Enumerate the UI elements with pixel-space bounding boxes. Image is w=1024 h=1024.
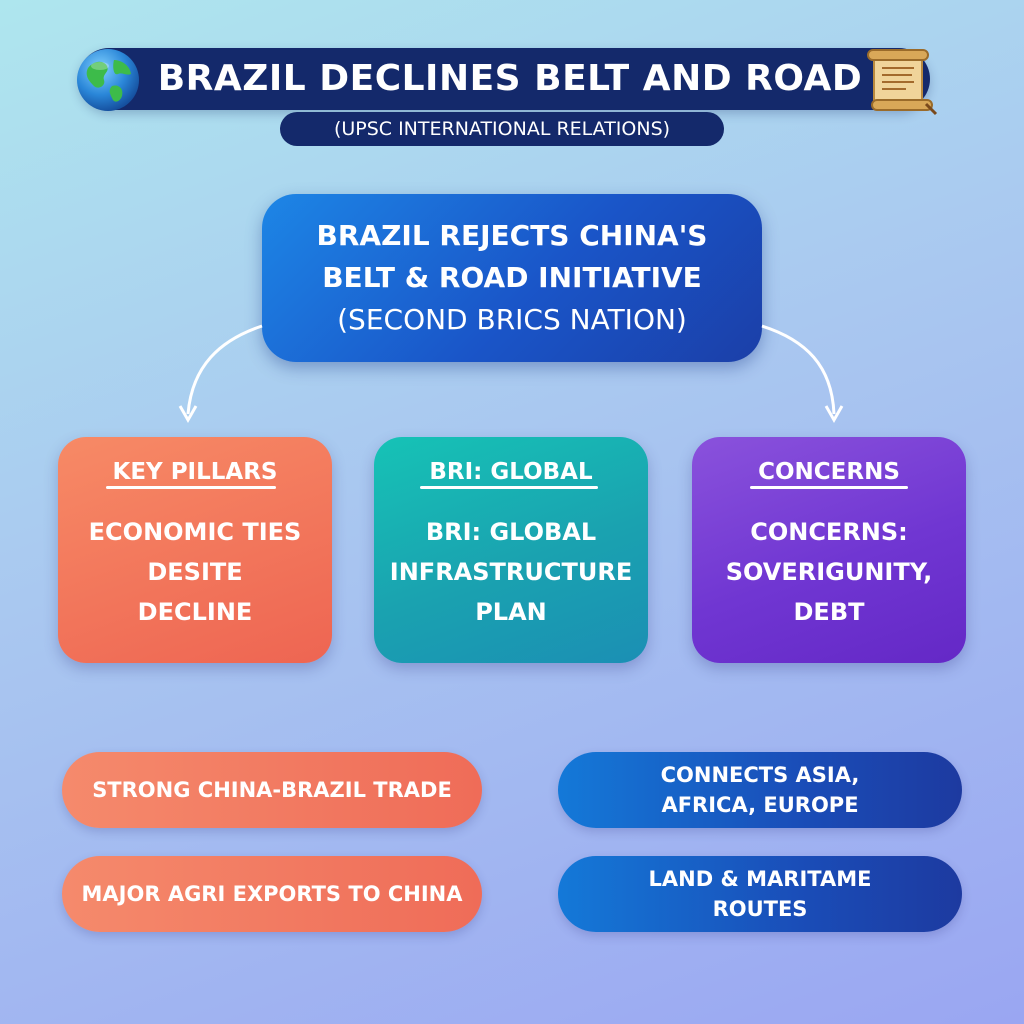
scroll-icon — [867, 49, 938, 116]
pill-connects-regions: CONNECTS ASIA, AFRICA, EUROPE — [558, 752, 962, 828]
card-body-line: INFRASTRUCTURE — [389, 558, 633, 586]
main-line-3: (SECOND BRICS NATION) — [337, 303, 687, 336]
arrowhead-left — [178, 405, 198, 424]
card-rule-concerns — [750, 486, 908, 489]
card-heading-key-pillars: KEY PILLARS — [112, 459, 278, 485]
page-subtitle: (UPSC INTERNATIONAL RELATIONS) — [333, 118, 671, 140]
arrowhead-right — [824, 405, 844, 424]
card-body-line: DEBT — [793, 598, 865, 626]
pill-label-line: AFRICA, EUROPE — [661, 793, 859, 817]
pill-label-line: ROUTES — [712, 897, 808, 921]
pill-land-maritime-routes: LAND & MARITAME ROUTES — [558, 856, 962, 932]
card-body-concerns: CONCERNS: SOVERIGUNITY, DEBT — [692, 512, 966, 632]
card-body-line: DESITE — [147, 558, 243, 586]
card-rule-key-pillars — [106, 486, 276, 489]
pill-label: STRONG CHINA-BRAZIL TRADE — [92, 778, 452, 802]
main-line-1: BRAZIL REJECTS CHINA'S — [316, 219, 708, 252]
card-heading-bri-global: BRI: GLOBAL — [429, 459, 593, 485]
card-body-line: SOVERIGUNITY, — [725, 558, 933, 586]
card-concerns — [692, 437, 966, 663]
page-title: BRAZIL DECLINES BELT AND ROAD — [157, 58, 863, 99]
card-body-line: ECONOMIC TIES — [88, 518, 302, 546]
card-body-line: PLAN — [475, 598, 547, 626]
pill-agri-exports: MAJOR AGRI EXPORTS TO CHINA — [62, 856, 482, 932]
card-rule-bri-global — [420, 486, 598, 489]
subtitle-bar — [280, 112, 724, 146]
card-bri-global — [374, 437, 648, 663]
card-key-pillars — [58, 437, 332, 663]
globe-icon — [77, 49, 139, 111]
card-body-line: CONCERNS: — [750, 518, 908, 546]
pill-label: MAJOR AGRI EXPORTS TO CHINA — [81, 882, 463, 906]
pill-label-line: LAND & MARITAME — [648, 867, 872, 891]
card-body-bri-global: BRI: GLOBAL INFRASTRUCTURE PLAN — [374, 512, 648, 632]
arrow-left — [186, 324, 263, 415]
pill-china-brazil-trade: STRONG CHINA-BRAZIL TRADE — [62, 752, 482, 828]
card-body-line: DECLINE — [137, 598, 253, 626]
card-body-key-pillars: ECONOMIC TIES DESITE DECLINE — [58, 512, 332, 632]
title-bar — [78, 48, 930, 110]
card-body-line: BRI: GLOBAL — [425, 518, 597, 546]
main-line-2: BELT & ROAD INITIATIVE — [322, 261, 702, 294]
main-statement-box: BRAZIL REJECTS CHINA'S BELT & ROAD INITI… — [262, 194, 762, 362]
arrow-right — [761, 324, 836, 415]
pill-label-line: CONNECTS ASIA, — [660, 763, 860, 787]
card-heading-concerns: CONCERNS — [758, 459, 900, 485]
